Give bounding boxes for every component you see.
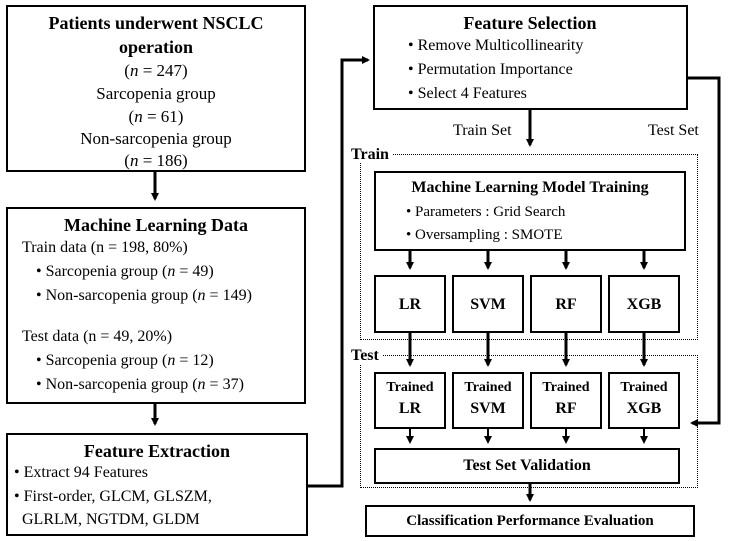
trained-svm-label: SVM [470, 400, 506, 417]
trained-rf-box [530, 372, 602, 429]
model-lr-box [374, 275, 446, 333]
trained-xgb-label: XGB [626, 400, 662, 417]
ml-data-box [6, 207, 306, 404]
train-region-label: Train [348, 147, 392, 163]
evaluation-box [365, 505, 695, 537]
feature-selection-item3: • Select 4 Features [408, 85, 527, 102]
feature-extraction-item3: GLRLM, NGTDM, GLDM [22, 511, 200, 528]
test-region-label: Test [348, 348, 382, 364]
feature-selection-item1: • Remove Multicollinearity [408, 37, 584, 54]
ml-train-sarcopenia: • Sarcopenia group (n = 49) [36, 263, 214, 280]
trained-rf-prefix: Trained [542, 380, 590, 395]
train-region [360, 154, 698, 340]
patients-non-sarcopenia-label: Non-sarcopenia group [80, 129, 232, 148]
patients-box [6, 5, 306, 172]
test-set-label: Test Set [648, 122, 699, 139]
trained-rf-label: RF [555, 400, 577, 417]
trained-lr-box [374, 372, 446, 429]
ml-train-non-sarcopenia: • Non-sarcopenia group (n = 149) [36, 287, 252, 304]
model-svm-box [452, 275, 524, 333]
model-training-box [374, 171, 686, 251]
ml-train-line: Train data (n = 198, 80%) [22, 239, 188, 256]
test-region [360, 355, 698, 488]
trained-lr-prefix: Trained [386, 380, 434, 395]
trained-lr-label: LR [398, 400, 422, 417]
patients-sarcopenia-label: Sarcopenia group [96, 84, 216, 103]
patients-non-sarcopenia-n: (n = 186) [124, 151, 188, 170]
trained-svm-prefix: Trained [464, 380, 512, 395]
ml-test-line: Test data (n = 49, 20%) [22, 328, 173, 345]
model-xgb-box [608, 275, 680, 333]
test-set-validation-label: Test Set Validation [463, 457, 591, 474]
ml-data-title: Machine Learning Data [64, 215, 248, 235]
model-svm-label: SVM [470, 296, 506, 313]
trained-svm-box [452, 372, 524, 429]
patients-total: (n = 247) [124, 61, 188, 80]
trained-xgb-prefix: Trained [620, 380, 668, 395]
model-training-item2: • Oversampling : SMOTE [406, 227, 563, 243]
ml-test-sarcopenia: • Sarcopenia group (n = 12) [36, 352, 214, 369]
model-training-title: Machine Learning Model Training [411, 179, 649, 196]
feature-selection-item2: • Permutation Importance [408, 61, 573, 78]
patients-title-line2: operation [119, 37, 193, 57]
feature-extraction-box [6, 433, 308, 536]
feature-selection-title: Feature Selection [463, 13, 597, 33]
train-set-label: Train Set [453, 122, 512, 139]
model-training-item1: • Parameters : Grid Search [406, 204, 566, 220]
patients-title-line1: Patients underwent NSCLC [48, 13, 264, 33]
arrow-extraction-to-selection [308, 56, 370, 488]
trained-xgb-box [608, 372, 680, 429]
arrow-test-set [688, 76, 721, 427]
feature-extraction-item2: • First-order, GLCM, GLSZM, [14, 488, 212, 505]
evaluation-label: Classification Performance Evaluation [406, 513, 654, 529]
model-xgb-label: XGB [626, 296, 662, 313]
model-lr-label: LR [398, 296, 422, 313]
model-rf-box [530, 275, 602, 333]
ml-test-non-sarcopenia: • Non-sarcopenia group (n = 37) [36, 376, 244, 393]
model-rf-label: RF [555, 296, 577, 313]
patients-sarcopenia-n: (n = 61) [128, 107, 184, 126]
feature-extraction-title: Feature Extraction [83, 441, 231, 461]
feature-selection-box [373, 5, 688, 110]
feature-extraction-item1: • Extract 94 Features [14, 464, 148, 481]
test-set-validation-box [374, 448, 680, 484]
